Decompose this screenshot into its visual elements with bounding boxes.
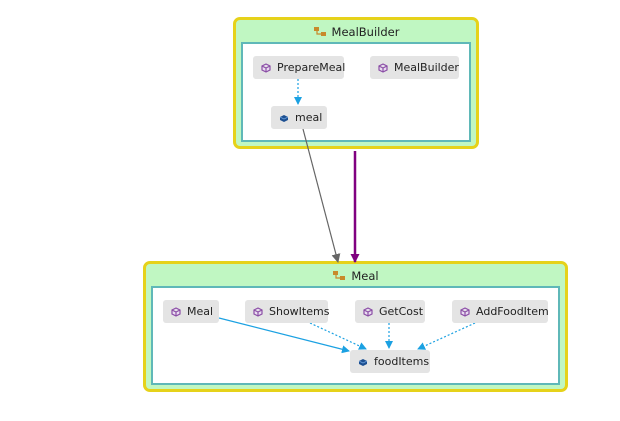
node-fooditems[interactable]: foodItems — [350, 350, 430, 373]
node-label: MealBuilder — [394, 61, 459, 74]
node-label: AddFoodItem — [476, 305, 549, 318]
field-icon — [279, 114, 289, 122]
node-showitems[interactable]: ShowItems — [245, 300, 330, 323]
method-icon — [378, 62, 388, 73]
node-meal-ctor[interactable]: Meal — [163, 300, 219, 323]
class-icon — [333, 271, 346, 280]
group-mealbuilder[interactable]: MealBuilder — [233, 17, 479, 149]
class-icon — [313, 27, 326, 36]
group-title: MealBuilder — [236, 23, 476, 41]
node-label: foodItems — [374, 355, 430, 368]
group-title: Meal — [146, 267, 565, 285]
group-title-label: Meal — [351, 269, 379, 283]
method-icon — [261, 62, 271, 73]
node-label: PrepareMeal — [277, 61, 346, 74]
method-icon — [460, 306, 470, 317]
node-label: GetCost — [379, 305, 424, 318]
node-label: ShowItems — [269, 305, 330, 318]
node-addfooditem[interactable]: AddFoodItem — [452, 300, 549, 323]
field-icon — [358, 358, 368, 366]
method-icon — [363, 306, 373, 317]
method-icon — [171, 306, 181, 317]
node-getcost[interactable]: GetCost — [355, 300, 425, 323]
node-label: meal — [295, 111, 323, 124]
node-label: Meal — [187, 305, 214, 318]
node-meal-field[interactable]: meal — [271, 106, 327, 129]
node-preparemeal[interactable]: PrepareMeal — [253, 56, 346, 79]
method-icon — [253, 306, 263, 317]
node-mealbuilder-ctor[interactable]: MealBuilder — [370, 56, 459, 79]
group-title-label: MealBuilder — [331, 25, 400, 39]
